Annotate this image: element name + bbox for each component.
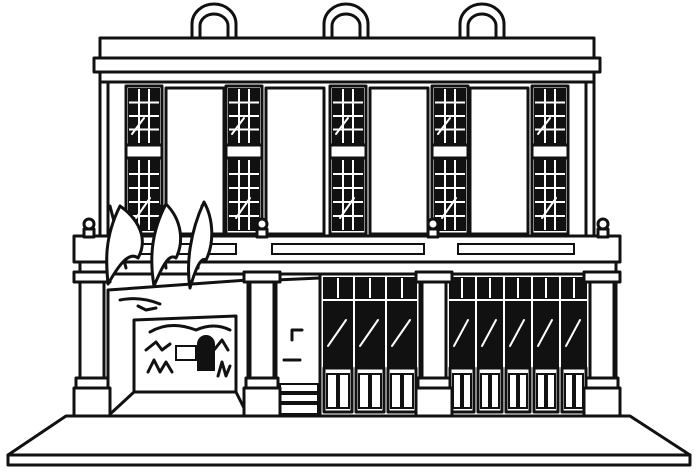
shop-door (354, 277, 386, 414)
balcony-finials (82, 217, 610, 239)
column (72, 270, 112, 418)
upper-window (430, 84, 470, 236)
shop-door (476, 277, 504, 414)
shop-door (504, 277, 532, 414)
flags (105, 200, 214, 290)
column (242, 270, 282, 418)
columns (72, 270, 622, 418)
shop-door (448, 277, 476, 414)
shop-door (322, 277, 354, 414)
roof-arches (190, 2, 506, 40)
shop-door (532, 277, 560, 414)
passage-archway (106, 278, 250, 418)
upper-window (530, 84, 570, 236)
shop-door (386, 277, 418, 414)
upper-window (124, 84, 164, 236)
upper-windows (124, 84, 570, 236)
roof-cornice (92, 36, 602, 84)
entrance-stairs (274, 276, 322, 418)
upper-window (224, 84, 264, 236)
upper-window (328, 84, 368, 236)
upper-panels (164, 86, 530, 236)
shop-door (560, 277, 588, 414)
sidewalk-base (6, 414, 692, 467)
storefront (318, 272, 592, 418)
column (414, 270, 454, 418)
column (582, 270, 622, 418)
